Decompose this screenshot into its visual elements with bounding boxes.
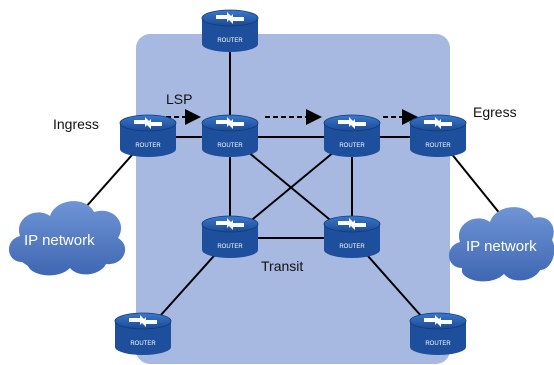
router-arrows-icon xyxy=(129,315,157,327)
router-badge-text: ROUTER xyxy=(135,143,161,149)
router-arrows-icon xyxy=(216,117,244,129)
lsp-label: LSP xyxy=(166,91,193,107)
router-arrows-icon xyxy=(424,315,452,327)
router-core-2: ROUTER xyxy=(323,114,381,157)
router-badge-text: ROUTER xyxy=(130,341,156,347)
router-badge-text: ROUTER xyxy=(425,143,451,149)
router-body xyxy=(410,321,466,355)
egress-label: Egress xyxy=(473,104,517,120)
router-body xyxy=(120,123,176,157)
router-badge-text: ROUTER xyxy=(425,341,451,347)
cloud-left-label: IP network xyxy=(24,232,95,249)
transit-label: Transit xyxy=(261,258,304,274)
router-body xyxy=(324,224,380,258)
router-body xyxy=(324,123,380,157)
router-badge-text: ROUTER xyxy=(217,38,243,44)
router-arrows-icon xyxy=(338,218,366,230)
router-egress: ROUTER xyxy=(409,114,467,157)
router-bottom-left: ROUTER xyxy=(114,312,172,355)
router-badge-text: ROUTER xyxy=(339,244,365,250)
cloud-right-shape xyxy=(449,207,554,282)
router-badge-text: ROUTER xyxy=(217,143,243,149)
router-badge-text: ROUTER xyxy=(217,244,243,250)
router-transit-1: ROUTER xyxy=(201,215,259,258)
router-top: ROUTER xyxy=(201,9,259,52)
router-ingress: ROUTER xyxy=(119,114,177,157)
router-arrows-icon xyxy=(216,218,244,230)
router-transit-2: ROUTER xyxy=(323,215,381,258)
router-bottom-right: ROUTER xyxy=(409,312,467,355)
router-core-1: ROUTER xyxy=(201,114,259,157)
router-body xyxy=(202,18,258,52)
router-arrows-icon xyxy=(338,117,366,129)
router-body xyxy=(202,123,258,157)
router-badge-text: ROUTER xyxy=(339,143,365,149)
router-arrows-icon xyxy=(424,117,452,129)
router-body xyxy=(202,224,258,258)
cloud-left-shape xyxy=(8,201,126,276)
router-body xyxy=(115,321,171,355)
routers: ROUTER ROUTER ROUTER ROUTER ROUTER ROUTER ROUT… xyxy=(114,9,467,355)
mpls-domain-region xyxy=(136,34,450,364)
router-arrows-icon xyxy=(134,117,162,129)
ingress-label: Ingress xyxy=(53,116,99,132)
router-arrows-icon xyxy=(216,12,244,24)
router-body xyxy=(410,123,466,157)
cloud-right-label: IP network xyxy=(466,238,537,255)
